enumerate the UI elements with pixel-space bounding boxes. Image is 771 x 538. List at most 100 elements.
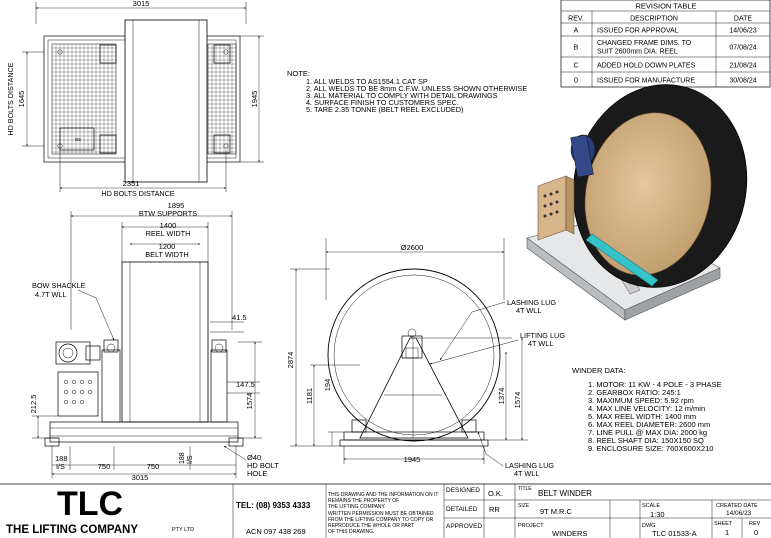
note-item: 1. ALL WELDS TO AS1554.1 CAT SP (306, 77, 428, 86)
revision-row-rev: B (574, 45, 579, 52)
property-note-line: THIS DRAWING AND THE INFORMATION ON IT (328, 492, 438, 498)
side-dim-1945: 1945 (404, 455, 421, 464)
revision-row-rev: A (574, 28, 579, 35)
detailed-value: RR (489, 505, 500, 514)
front-label-belt-width: BELT WIDTH (145, 250, 189, 259)
property-note-line: THE LIFTING COMPANY. (328, 504, 386, 510)
revision-row-date: 14/06/23 (729, 28, 756, 35)
property-note-line: REPRODUCE THE WHOLE OR PART (328, 523, 414, 529)
revision-row-rev: C (573, 63, 578, 70)
created-date-value: 14/06/23 (726, 510, 752, 517)
front-label-btw-supports: BTW SUPPORTS (139, 209, 197, 218)
dwg-label: DWG (642, 523, 655, 529)
notes-block: NOTE: 1. ALL WELDS TO AS1554.1 CAT SP 2.… (287, 69, 527, 114)
side-dim-dia: Ø2600 (401, 243, 424, 252)
company-tel: TEL: (08) 9353 4333 (236, 501, 311, 510)
side-dim-1374: 1374 (497, 388, 506, 405)
winder-data-block: WINDER DATA: 1. MOTOR: 11 KW - 4 POLE - … (572, 366, 722, 453)
plan-hd-bolts-label: HD BOLTS DISTANCE (101, 189, 174, 198)
side-label-lashing-lug-top: LASHING LUG (507, 298, 556, 307)
front-label-reel-width: REEL WIDTH (146, 229, 191, 238)
front-dim-belt-width: 1200 (159, 242, 176, 251)
scale-label: SCALE (642, 503, 660, 509)
note-item: 2. ALL WELDS TO BE 8mm C.F.W. UNLESS SHO… (306, 84, 527, 93)
front-label-is-left: I/S (56, 462, 65, 471)
project-label: PROJECT (518, 523, 544, 529)
plan-grating-right (207, 43, 237, 155)
size-label: SIZE (518, 503, 530, 509)
scale-value: 1:30 (650, 510, 665, 519)
property-note-line: REMAINS THE PROPERTY OF (328, 498, 399, 504)
plan-hd-bolts-vertical: HD BOLTS DISTANCE (6, 62, 15, 135)
front-dim-750a: 750 (98, 462, 111, 471)
enclosure-3d-switches (543, 190, 559, 218)
plan-dim-left: 1645 (17, 91, 26, 108)
project-value: WINDERS (552, 529, 587, 538)
front-dim-750b: 750 (147, 462, 160, 471)
front-hd-bolt-dia: Ø40 (247, 453, 261, 462)
winder-data-item: 1. MOTOR: 11 KW - 4 POLE - 3 PHASE (588, 380, 722, 389)
sheet-label: SHEET (714, 521, 733, 527)
side-dim-194: 194 (323, 379, 332, 392)
title-block: TLC THE LIFTING COMPANY PTY LTD TEL: (08… (0, 483, 771, 538)
front-dim-188b: 188 (179, 452, 186, 464)
plan-small-label: BS (75, 137, 81, 142)
front-label-is-right: I/S (187, 455, 194, 464)
property-note-line: FROM THE LIFTING COMPANY TO COPY OR (328, 517, 434, 523)
title-value: BELT WINDER (538, 489, 592, 498)
side-dim-2874: 2874 (286, 352, 295, 369)
sheet-value: 1 (725, 528, 729, 537)
revision-row-desc: SUIT 2600mm DIA. REEL (597, 49, 678, 56)
size-value: 9T M.R.C (540, 507, 573, 516)
revision-table: REVISION TABLE REV. DESCRIPTION DATE A I… (560, 0, 771, 88)
side-label-lashing-lug-top-wll: 4T WLL (516, 306, 541, 315)
side-label-lifting-lug: LIFTING LUG (520, 331, 565, 340)
rev-label: REV (749, 521, 761, 527)
side-dim-1181: 1181 (305, 388, 314, 404)
winder-data-title: WINDER DATA: (572, 366, 625, 375)
company-logo: TLC (57, 485, 123, 523)
revision-row-date: 07/08/24 (729, 45, 756, 52)
winder-data-item: 7. LINE PULL @ MAX DIA: 2000 kg (588, 428, 707, 437)
plan-dim-right: 1945 (250, 91, 259, 108)
plan-dim-top: 3015 (133, 0, 150, 8)
revision-header-date: DATE (734, 16, 752, 23)
front-label-bow-shackle: BOW SHACKLE (32, 281, 86, 290)
notes-title: NOTE: (287, 69, 310, 78)
revision-row-rev: 0 (574, 78, 578, 85)
approved-label: APPROVED (446, 523, 482, 530)
designed-value: O.K. (488, 489, 503, 498)
revision-table-title: REVISION TABLE (636, 2, 697, 11)
revision-header-description: DESCRIPTION (630, 16, 678, 23)
revision-row-desc: ADDED HOLD DOWN PLATES (597, 63, 696, 70)
revision-row-date: 30/08/24 (729, 78, 756, 85)
side-label-lifting-lug-wll: 4T WLL (528, 339, 553, 348)
side-label-lashing-lug-bottom: LASHING LUG (505, 461, 554, 470)
winder-data-item: 8. REEL SHAFT DIA: 150X150 SQ (588, 436, 704, 445)
company-pty: PTY LTD (172, 527, 194, 533)
front-dim-reel-width: 1400 (160, 221, 177, 230)
note-item: 4. SURFACE FINISH TO CUSTOMERS SPEC. (306, 98, 459, 107)
revision-row-desc: ISSUED FOR MANUFACTURE (597, 78, 695, 85)
front-view: 1895 BTW SUPPORTS 1400 REEL WIDTH 1200 B… (29, 201, 279, 482)
front-dim-147-5: 147.5 (236, 380, 255, 389)
front-label-bow-shackle-wll: 4.7T WLL (35, 290, 67, 299)
created-date-label: CREATED DATE (716, 503, 758, 509)
front-dim-212-5: 212.5 (29, 395, 38, 414)
winder-data-item: 5. MAX REEL WIDTH: 1400 mm (588, 412, 696, 421)
front-dim-btw-supports: 1895 (168, 201, 185, 210)
property-note-line: OF THIS DRAWING. (328, 529, 374, 535)
rev-value: 0 (754, 528, 758, 537)
front-hole-label: HOLE (247, 469, 267, 478)
revision-row-desc: CHANGED FRAME DIMS. TO (597, 40, 692, 47)
plan-view: 3015 BS 1645 HD BOLTS DISTANCE (6, 0, 264, 198)
company-acn: ACN 097 438 269 (246, 527, 306, 536)
revision-row-date: 21/08/24 (729, 63, 756, 70)
detailed-label: DETAILED (446, 506, 478, 513)
front-dim-1574: 1574 (245, 393, 254, 410)
note-item: 5. TARE 2.35 TONNE (BELT REEL EXCLUDED) (306, 105, 463, 114)
revision-row-desc: ISSUED FOR APPROVAL (597, 28, 679, 35)
note-item: 3. ALL MATERIAL TO COMPLY WITH DETAIL DR… (306, 91, 498, 100)
designed-label: DESIGNED (446, 487, 480, 494)
